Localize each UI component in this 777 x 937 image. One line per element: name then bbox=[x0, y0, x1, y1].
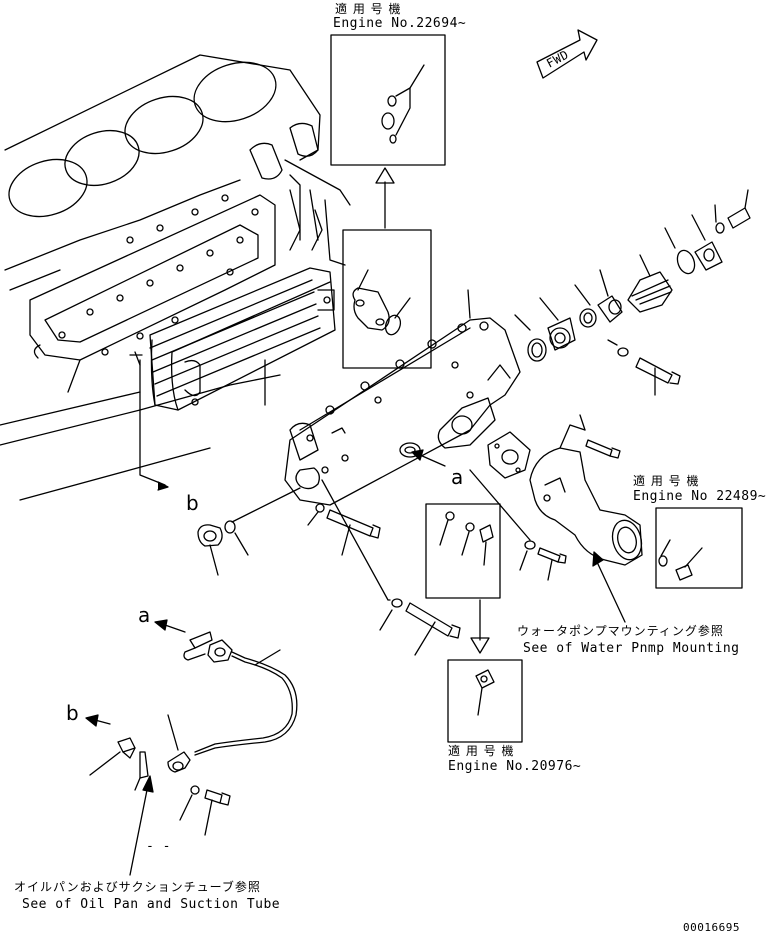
fwd-arrow bbox=[536, 29, 598, 79]
manifold bbox=[284, 289, 521, 506]
applicable-top-en: Engine No.22694~ bbox=[333, 16, 467, 31]
washer-inset bbox=[425, 503, 501, 599]
drawing-number: 00016695 bbox=[683, 921, 740, 934]
applicable-right-jp: 適 用 号 機 bbox=[633, 474, 700, 488]
nut-inset bbox=[447, 659, 523, 743]
lower-bolts bbox=[307, 439, 621, 656]
ref-a-manifold: a bbox=[451, 465, 464, 489]
right-inset bbox=[655, 507, 743, 589]
water-elbow bbox=[529, 424, 643, 566]
oil-pan-ref-jp: オイルパンおよびサクションチューブ参照 bbox=[14, 880, 261, 894]
ref-b-clip: b bbox=[66, 701, 80, 725]
oil-pan-ref-en: See of Oil Pan and Suction Tube bbox=[22, 897, 281, 912]
water-pump-ref-jp: ウォータポンプマウンティング参照 bbox=[517, 624, 724, 638]
applicable-top-jp: 適 用 号 機 bbox=[335, 2, 402, 16]
ref-a-sensor: a bbox=[138, 603, 151, 627]
engine-block bbox=[0, 54, 351, 501]
applicable-right-en: Engine No 22489~ bbox=[633, 489, 767, 504]
applicable-bottom-en: Engine No.20976~ bbox=[448, 759, 582, 774]
top-inset bbox=[330, 34, 446, 166]
dash-mark: - - bbox=[146, 839, 171, 854]
sensor-harness bbox=[89, 631, 298, 836]
applicable-bottom-jp: 適 用 号 機 bbox=[448, 744, 515, 758]
gasket-inset bbox=[342, 229, 432, 369]
flange-gasket bbox=[487, 431, 531, 479]
oil-cooler bbox=[129, 267, 336, 411]
long-bolt bbox=[607, 339, 681, 396]
ref-b-block: b bbox=[186, 491, 200, 515]
drain-plug bbox=[197, 487, 301, 576]
thermostat-parts bbox=[514, 189, 751, 362]
water-pump-ref-en: See of Water Pnmp Mounting bbox=[523, 641, 740, 656]
